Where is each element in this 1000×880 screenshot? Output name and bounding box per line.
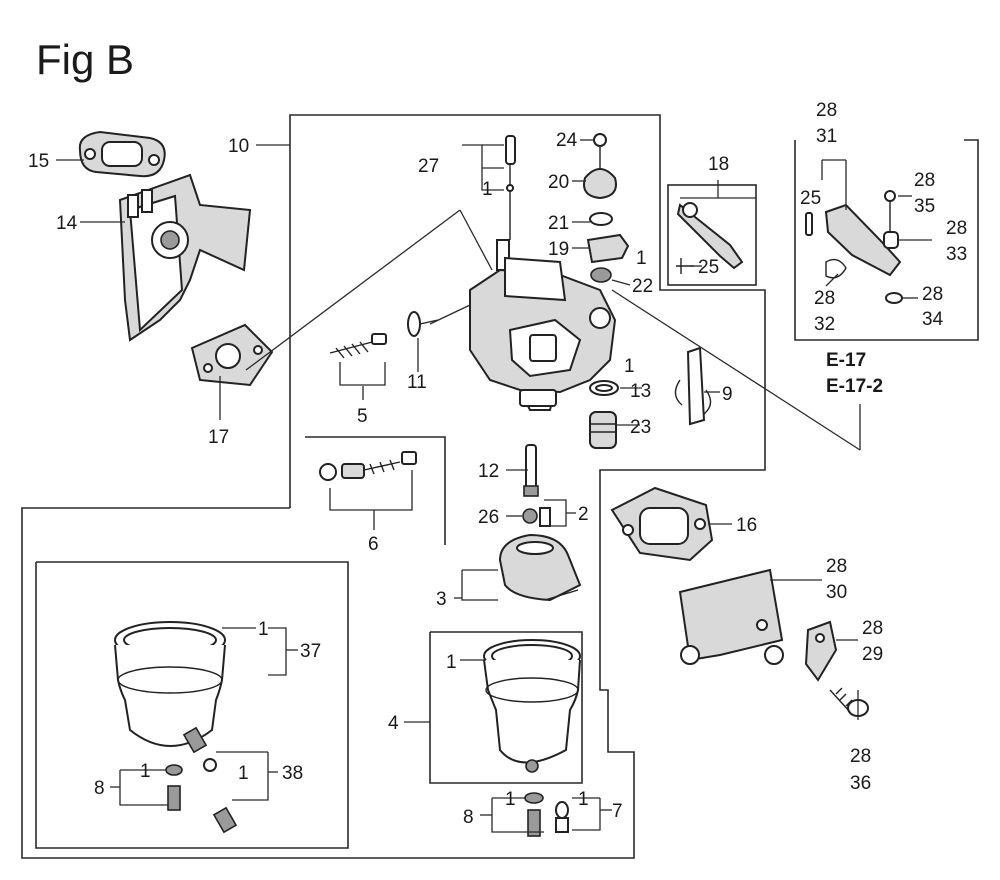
callout-28-f: 28	[826, 556, 847, 577]
part-18-choke-lever	[676, 202, 744, 274]
callout-1-b: 1	[636, 248, 647, 269]
callout-32: 32	[814, 314, 835, 335]
callout-28-e: 28	[922, 284, 943, 305]
callout-16: 16	[736, 515, 757, 536]
throttle-kit-frame	[794, 139, 979, 341]
float-bowl-kit-frame	[35, 561, 349, 849]
callout-30: 30	[826, 582, 847, 603]
figure-title: Fig B	[36, 36, 135, 83]
callout-6: 6	[368, 534, 379, 555]
callout-1-h: 1	[140, 761, 151, 782]
reference-e17-2: E-17-2	[826, 376, 883, 397]
part-8-drain-screw-left	[165, 764, 183, 811]
part-17-gasket	[190, 323, 274, 387]
screw-kit-frame	[305, 436, 446, 545]
callout-18: 18	[708, 154, 729, 175]
callout-1-f: 1	[578, 789, 589, 810]
leader-lines	[56, 139, 932, 833]
callout-26: 26	[478, 507, 499, 528]
callout-28-d: 28	[814, 288, 835, 309]
part-23-main-jet	[589, 411, 617, 449]
callout-25-b: 25	[800, 188, 821, 209]
part-throttle-lever-kit	[805, 190, 903, 304]
callout-35: 35	[914, 196, 935, 217]
part-37-float-bowl-assembly	[114, 621, 226, 754]
part-6-screw-set	[319, 451, 417, 481]
callout-1-i: 1	[238, 763, 249, 784]
part-3-float	[498, 533, 582, 602]
callout-1-g: 1	[258, 619, 269, 640]
callout-1-d: 1	[446, 652, 457, 673]
callout-15: 15	[28, 151, 49, 172]
callout-28-b: 28	[914, 170, 935, 191]
callout-31: 31	[816, 126, 837, 147]
part-12-nozzle	[523, 444, 539, 497]
callout-12: 12	[478, 461, 499, 482]
part-27-screw	[505, 135, 516, 240]
callout-21: 21	[548, 213, 569, 234]
callout-28-c: 28	[946, 218, 967, 239]
group-frames	[21, 114, 979, 859]
callout-10: 10	[228, 136, 249, 157]
callout-1-a: 1	[482, 179, 493, 200]
part-36-bolt	[829, 687, 869, 717]
callout-13: 13	[630, 381, 651, 402]
part-30-heat-plate	[678, 568, 784, 665]
choke-lever-frame	[667, 184, 757, 286]
callout-24: 24	[556, 130, 578, 151]
part-26-spring	[522, 507, 551, 527]
callout-numbers: 15 14 10 17 11 5 6 27 1 24 20 21 19 1 22…	[28, 100, 967, 828]
callout-22: 22	[632, 276, 653, 297]
callout-28-a: 28	[816, 100, 837, 121]
callout-27: 27	[418, 156, 439, 177]
callout-23: 23	[630, 417, 651, 438]
callout-1-e: 1	[505, 789, 516, 810]
callout-7: 7	[612, 801, 623, 822]
part-38-drain-bolt	[203, 758, 238, 834]
part-8-drain-screw-right	[524, 792, 544, 837]
carburetor-body	[469, 239, 617, 411]
part-16-gasket	[610, 486, 714, 562]
part-29-link	[804, 620, 838, 682]
part-5-pilot-screw	[329, 333, 387, 359]
carburetor-assembly-frame	[21, 114, 766, 859]
callout-14: 14	[56, 213, 78, 234]
callout-3: 3	[436, 589, 447, 610]
part-7-bolt	[555, 801, 569, 833]
callout-29: 29	[862, 644, 883, 665]
callout-20: 20	[548, 172, 569, 193]
reference-e17: E-17	[826, 350, 866, 371]
callout-1-c: 1	[624, 356, 635, 377]
callout-28-g: 28	[862, 618, 883, 639]
callout-11: 11	[407, 372, 427, 393]
part-14-carburetor-insulator	[118, 173, 252, 342]
callout-33: 33	[946, 244, 967, 265]
callout-17: 17	[208, 427, 229, 448]
callout-9: 9	[722, 384, 733, 405]
part-9-clip	[674, 346, 712, 426]
callout-5: 5	[357, 406, 368, 427]
part-11-plug	[407, 311, 439, 337]
callout-34: 34	[922, 309, 944, 330]
callout-28-h: 28	[850, 746, 871, 767]
callout-8-a: 8	[94, 778, 105, 799]
callout-25-a: 25	[698, 257, 719, 278]
part-15-insulator-gasket	[78, 130, 166, 178]
callout-8-b: 8	[463, 807, 474, 828]
callout-4: 4	[388, 713, 399, 734]
callout-37: 37	[300, 641, 321, 662]
parts-choke-top	[583, 133, 630, 283]
bowl-assembly-frame	[429, 631, 583, 784]
callout-36: 36	[850, 773, 871, 794]
callout-38: 38	[282, 763, 303, 784]
callout-2: 2	[578, 504, 589, 525]
part-13-o-ring	[589, 380, 619, 396]
part-4-float-bowl	[483, 639, 581, 773]
callout-19: 19	[548, 239, 569, 260]
